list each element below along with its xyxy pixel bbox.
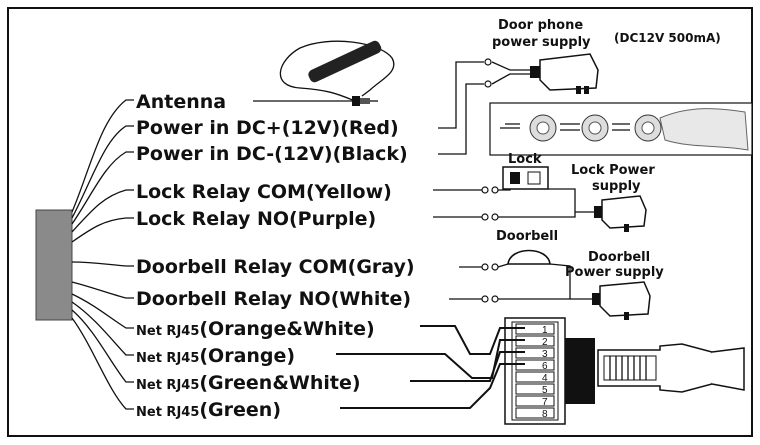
- wire-label-doorbell-relay-no: Doorbell Relay NO(White): [136, 288, 411, 310]
- door-phone-psu-title-2: power supply: [492, 35, 591, 50]
- doorbell-psu-title-1: Doorbell: [588, 250, 650, 265]
- wire-label-lock-relay-com: Lock Relay COM(Yellow): [136, 181, 392, 203]
- doorbell-psu-title-2: Power supply: [565, 265, 664, 280]
- doorbell-device: Doorbell: [449, 229, 571, 303]
- rj45-pin-slot: [515, 395, 555, 407]
- device-housing: [35, 209, 73, 321]
- door-phone-psu-spec: (DC12V 500mA): [614, 31, 721, 45]
- wire-label-power-dc-plus: Power in DC+(12V)(Red): [136, 117, 399, 139]
- doorbell-power-supply: Doorbell Power supply: [565, 250, 664, 320]
- lock-title: Lock: [508, 152, 542, 167]
- wire-label-antenna: Antenna: [136, 91, 226, 113]
- net-label-2: Net RJ45(Orange): [136, 345, 295, 367]
- rj45-pin-number: 5: [542, 385, 548, 396]
- wire-label-doorbell-relay-com: Doorbell Relay COM(Gray): [136, 256, 415, 278]
- rj45-pin-number: 8: [542, 409, 548, 420]
- net-label-3: Net RJ45(Green&White): [136, 372, 361, 394]
- rj45-pin-number: 4: [542, 373, 548, 384]
- rj45-pin-slot: [515, 407, 555, 419]
- net-label-1: Net RJ45(Orange&White): [136, 318, 375, 340]
- wire-label-power-dc-minus: Power in DC-(12V)(Black): [136, 143, 408, 165]
- rj45-pin-slot: [515, 371, 555, 383]
- doorbell-title: Doorbell: [496, 229, 558, 244]
- wire-connector-illustration: [489, 102, 753, 156]
- cable-fan-out: [71, 99, 134, 410]
- diagram-frame: [7, 7, 753, 437]
- rj45-pin-number: 2: [542, 337, 548, 348]
- rj45-pin-number: 3: [542, 349, 548, 360]
- rj45-pin-number: 6: [542, 361, 548, 372]
- rj45-pin-slot: [515, 383, 555, 395]
- lock-psu-title-1: Lock Power: [571, 163, 655, 178]
- door-phone-psu-title-1: Door phone: [498, 18, 583, 33]
- lock-psu-title-2: supply: [592, 179, 641, 194]
- lock-power-supply: Lock Power supply: [571, 163, 655, 232]
- net-label-4: Net RJ45(Green): [136, 399, 281, 421]
- wire-label-lock-relay-no: Lock Relay NO(Purple): [136, 208, 376, 230]
- door-phone-power-supply: Door phone power supply (DC12V 500mA): [438, 18, 721, 155]
- antenna-icon: [253, 40, 395, 106]
- lock-device: Lock: [433, 152, 576, 221]
- rj45-pin-number: 1: [542, 325, 548, 336]
- rj45-pin-number: 7: [542, 397, 548, 408]
